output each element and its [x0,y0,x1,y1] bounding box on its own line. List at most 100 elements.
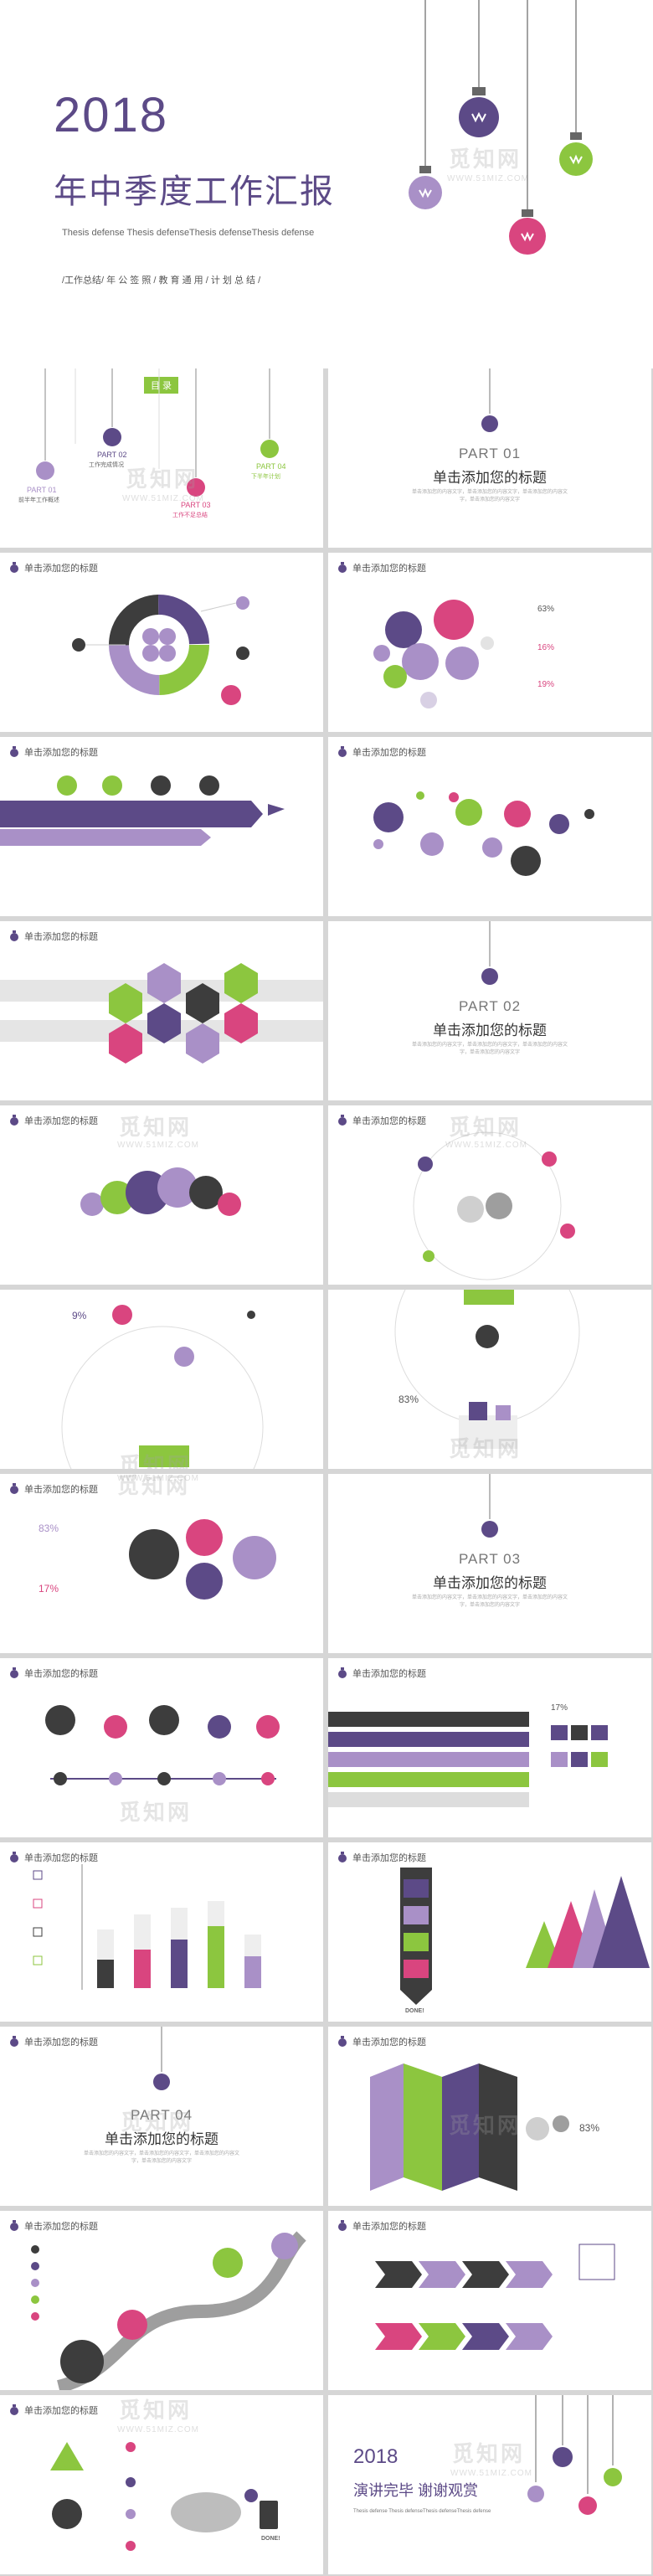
slide-cycle-diagram[interactable]: 单击添加您的标题 [0,553,323,732]
toc-label[interactable]: 下半年计划 [251,474,280,480]
slide-header: 单击添加您的标题 [8,2403,98,2417]
slide-part-02[interactable]: PART 02 单击添加您的标题 单击添加您的内容文字，单击添加您的内容文字，单… [328,921,651,1100]
stat-percent: 83% [579,2122,600,2134]
slide-header-title: 单击添加您的标题 [24,1853,98,1863]
part-number: PART 04 [130,2107,193,2123]
slide-pyramid[interactable]: 单击添加您的标题 DONE! [328,1842,651,2022]
hanging-bulb-icon [481,368,498,432]
slide-header: 单击添加您的标题 [337,1851,426,1864]
stat-percent: 19% [537,680,555,689]
slide-header-title: 单击添加您的标题 [352,1116,426,1126]
watermark-url: WWW.51MIZ.COM [117,1474,199,1483]
toc-label[interactable]: 前半年工作概述 [18,497,59,503]
pyramid-illustration [400,1868,650,2005]
slide-bubble-row[interactable]: 单击添加您的标题 觅知网 WWW.51MIZ.COM [0,1105,323,1285]
bulb-icon [509,209,546,255]
timeline-illustration [45,1705,280,1785]
hanging-bulb-icon [481,921,498,985]
cover-slide[interactable]: 2018 年中季度工作汇报 Thesis defense Thesis defe… [0,0,653,368]
watermark-brand: 觅知网 [119,1115,193,1140]
slide-folded-ribbon[interactable]: 单击添加您的标题 83% 觅知网 [328,2027,651,2206]
slide-header-title: 单击添加您的标题 [24,1116,98,1126]
bulb-icon [10,746,18,757]
stat-percent: 9% [72,1310,87,1321]
ending-bulbs-illustration [527,2395,622,2515]
hanging-bulb-icon [153,2027,170,2090]
done-label: DONE! [405,2008,424,2014]
slide-header-title: 单击添加您的标题 [24,932,98,942]
bulb-icon [338,1667,347,1678]
slide-arrow-grid[interactable]: 单击添加您的标题 [328,2211,651,2390]
slide-header-title: 单击添加您的标题 [24,1669,98,1679]
watermark-brand: 觅知网 [117,1474,191,1498]
slide-header-title: 单击添加您的标题 [352,2038,426,2048]
slide-header: 单击添加您的标题 [8,1667,98,1680]
gears-illustration [413,1131,575,1280]
watermark-brand: 觅知网 [126,466,199,492]
watermark-url: WWW.51MIZ.COM [445,1141,527,1150]
slide-gear-cycle[interactable]: 单击添加您的标题 觅知网 WWW.51MIZ.COM [328,1105,651,1285]
slide-header: 单击添加您的标题 [8,745,98,759]
watermark-url: WWW.51MIZ.COM [447,174,529,183]
toc-title: 目 录 [144,377,179,394]
slide-bubble-chart[interactable]: 单击添加您的标题 63% 16% 19% [328,553,651,732]
part-subtitle: 单击添加您的内容文字，单击添加您的内容文字，单击添加您的内容文字，单击添加您的内… [412,1043,568,1055]
part-subtitle: 单击添加您的内容文字，单击添加您的内容文字，单击添加您的内容文字，单击添加您的内… [412,490,568,502]
cover-title: 年中季度工作汇报 [54,173,335,210]
bulb-icon [10,1852,18,1862]
slide-header: 单击添加您的标题 [8,2219,98,2233]
slide-road-pins[interactable]: 单击添加您的标题 [0,2211,323,2390]
toc-bulbs-illustration [36,368,279,497]
cloud-devices-illustration [50,2442,278,2551]
slide-hexagon-chain[interactable]: 单击添加您的标题 [0,921,323,1100]
slide-header-title: 单击添加您的标题 [24,2222,98,2232]
slide-ending[interactable]: 2018 演讲完毕 谢谢观赏 Thesis defense Thesis def… [328,2395,651,2574]
bulb-icon [10,2404,18,2415]
cover-tags: /工作总结/ 年 公 签 照 / 教 育 通 用 / 计 划 总 结 / [62,276,261,286]
slide-header-title: 单击添加您的标题 [352,2222,426,2232]
watermark-brand: 觅知网 [452,2441,526,2466]
part-title[interactable]: 单击添加您的标题 [433,470,547,486]
bulb-icon [338,1852,347,1862]
toc-label[interactable]: 工作完成情况 [89,462,124,468]
slide-header-title: 单击添加您的标题 [352,1853,426,1863]
part-title[interactable]: 单击添加您的标题 [433,1575,547,1591]
slide-part-01[interactable]: PART 01 单击添加您的标题 单击添加您的内容文字，单击添加您的内容文字，单… [328,368,651,548]
slide-header-title: 单击添加您的标题 [24,564,98,574]
slide-monitor-orbit[interactable]: 9% 觅知网 [0,1290,323,1469]
scatter-bubbles-illustration [373,791,594,876]
slide-cylinder-bars[interactable]: 单击添加您的标题 [0,1842,323,2022]
slide-table-of-contents[interactable]: 目 录 PART 01 前半年工作概述 PART 02 工作完成情况 PART … [0,368,323,548]
bulb-icon [338,2036,347,2047]
slide-box-devices[interactable]: 83% 觅知网 [328,1290,651,1469]
chevron-arrows-illustration [375,2244,615,2350]
ending-year: 2018 [353,2445,398,2468]
slide-header: 单击添加您的标题 [8,561,98,574]
slide-header-title: 单击添加您的标题 [352,748,426,758]
ending-subtitle: Thesis defense Thesis defenseThesis defe… [353,2509,491,2514]
part-title[interactable]: 单击添加您的标题 [433,1023,547,1038]
slide-cloud-devices[interactable]: 单击添加您的标题 DONE! 觅知网 WWW.51MIZ.COM [0,2395,323,2574]
part-title[interactable]: 单击添加您的标题 [105,2131,219,2147]
slide-stairs-chart[interactable]: 单击添加您的标题 17% [328,1658,651,1837]
toc-label[interactable]: 工作不足总结 [172,513,208,518]
stat-percent: 17% [39,1583,59,1595]
slide-header: 单击添加您的标题 [337,1114,426,1127]
staircase-illustration [328,1712,608,1807]
watermark-brand: 觅知网 [449,147,522,172]
bulb-icon [10,1115,18,1126]
ribbon-illustration [370,2063,569,2191]
bulb-icon [338,2220,347,2231]
slide-part-03[interactable]: PART 03 单击添加您的标题 单击添加您的内容文字，单击添加您的内容文字，单… [328,1474,651,1653]
bulb-icon [338,1115,347,1126]
slide-team-timeline[interactable]: 单击添加您的标题 [0,737,323,916]
slide-scatter-bubbles[interactable]: 单击添加您的标题 [328,737,651,916]
bulb-icon [10,2220,18,2231]
slide-timeline-gears[interactable]: 单击添加您的标题 觅知网 [0,1658,323,1837]
slide-part-04[interactable]: 单击添加您的标题 PART 04 单击添加您的标题 单击添加您的内容文字，单击添… [0,2027,323,2206]
slide-header-title: 单击添加您的标题 [352,1669,426,1679]
slide-gear-stats[interactable]: 单击添加您的标题 83% 17% 觅知网 WWW.51MIZ.COM [0,1474,323,1653]
watermark-brand: 觅知网 [119,2398,193,2423]
watermark-brand: 觅知网 [119,1800,193,1825]
donut-cycle-illustration [72,595,249,705]
